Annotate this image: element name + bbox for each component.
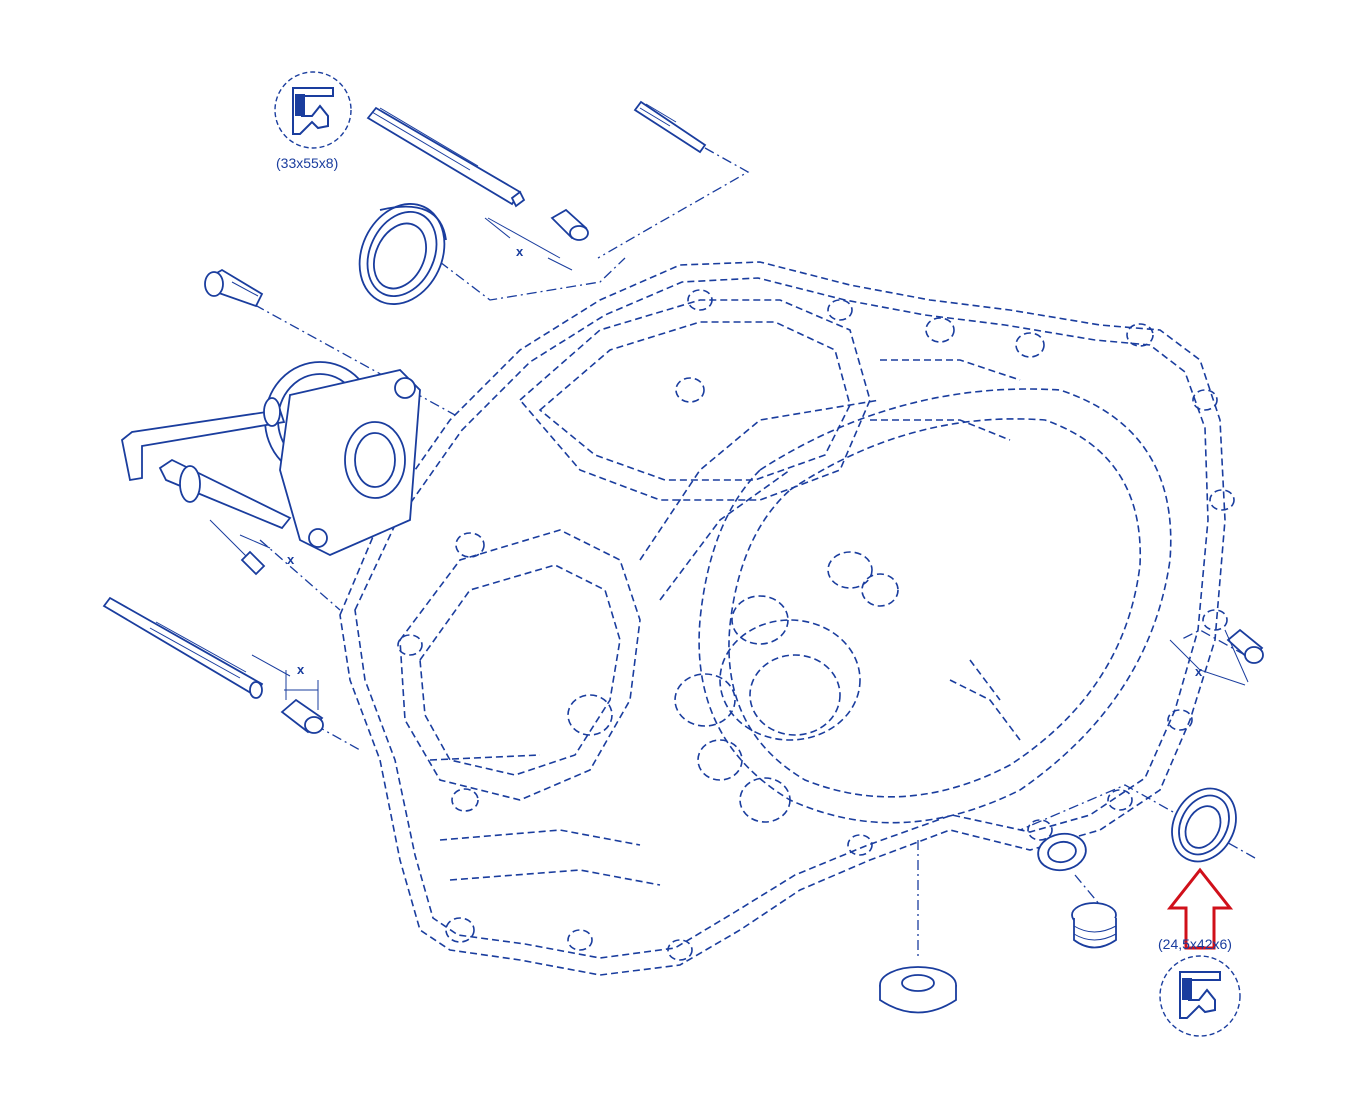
oil-seal-bottom — [1171, 787, 1237, 863]
bottom-seal-size-label: (24,5x42x6) — [1158, 936, 1232, 952]
dimension-marker-clutch: x — [287, 552, 295, 567]
long-stud-left — [102, 596, 264, 699]
washer-large — [879, 966, 957, 1014]
dowel-sleeve-right — [1169, 628, 1264, 686]
dowel-sleeve-left — [251, 654, 324, 734]
clutch-slave-cylinder — [121, 361, 421, 561]
dimension-marker-top: x — [516, 244, 524, 259]
small-stud-top — [633, 100, 707, 154]
dimension-marker-left: x — [297, 662, 305, 677]
dowel-left — [240, 550, 266, 576]
long-stud-top — [366, 106, 526, 208]
dimension-marker-right: x — [1195, 664, 1203, 679]
washer-small — [1037, 832, 1087, 872]
seal-profile-icon — [274, 71, 352, 149]
gearbox-housing — [339, 261, 1235, 976]
up-arrow-icon — [1166, 867, 1234, 950]
top-seal-size-label: (33x55x8) — [276, 155, 339, 171]
bolt — [204, 268, 264, 308]
oil-seal-top — [358, 203, 447, 305]
seal-profile-icon-bottom — [1159, 955, 1241, 1037]
dowel-sleeve-top — [484, 208, 589, 271]
drain-plug — [1071, 902, 1117, 949]
